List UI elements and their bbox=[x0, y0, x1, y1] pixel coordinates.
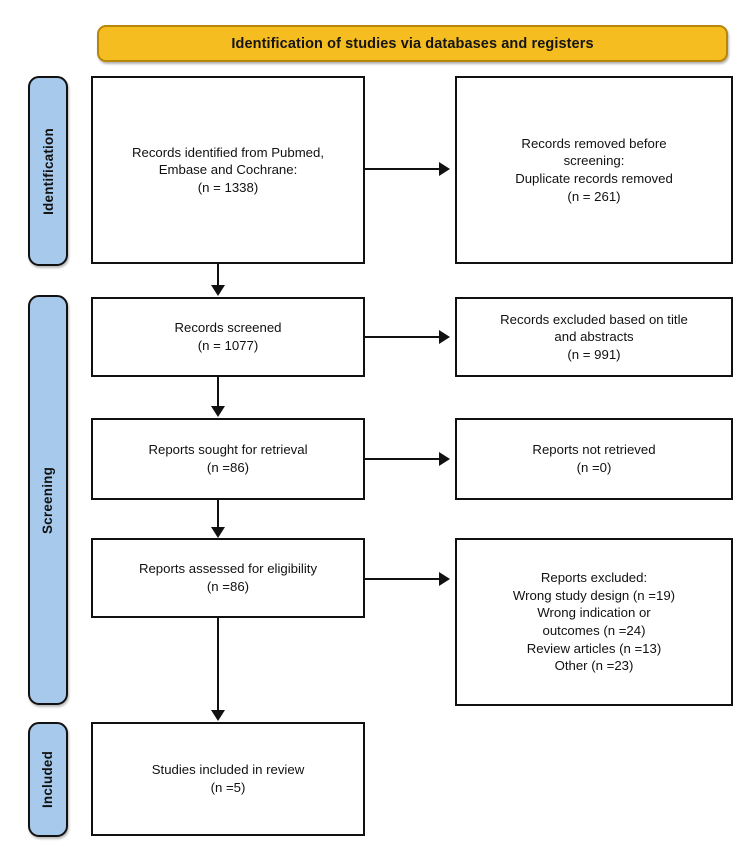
arrowhead-identified-to-duplicates bbox=[439, 162, 450, 176]
arrowhead-screened-to-sought bbox=[211, 406, 225, 417]
box-records-removed-before-screening: Records removed before screening: Duplic… bbox=[455, 76, 733, 264]
connector-screened-to-sought bbox=[217, 377, 220, 407]
connector-screened-to-excluded bbox=[365, 336, 439, 339]
banner-title: Identification of studies via databases … bbox=[231, 35, 594, 52]
arrowhead-screened-to-excluded bbox=[439, 330, 450, 344]
box-reports-sought-text: Reports sought for retrieval (n =86) bbox=[148, 442, 308, 475]
box-studies-included-text: Studies included in review (n =5) bbox=[151, 762, 305, 795]
box-reports-assessed-for-eligibility: Reports assessed for eligibility (n =86) bbox=[91, 538, 365, 618]
stage-label-identification: Identification bbox=[28, 76, 68, 266]
stage-label-text: Identification bbox=[40, 127, 56, 215]
connector-assessed-to-included bbox=[217, 618, 220, 711]
arrowhead-sought-to-not-retrieved bbox=[439, 452, 450, 466]
diagram-banner: Identification of studies via databases … bbox=[97, 25, 728, 62]
arrowhead-assessed-to-included bbox=[211, 710, 225, 721]
box-records-screened-text: Records screened (n = 1077) bbox=[174, 320, 282, 353]
box-reports-assessed-text: Reports assessed for eligibility (n =86) bbox=[138, 561, 318, 594]
stage-label-included: Included bbox=[28, 722, 68, 837]
connector-sought-to-not-retrieved bbox=[365, 458, 439, 461]
box-records-excluded-title-abstract: Records excluded based on title and abst… bbox=[455, 297, 733, 377]
box-reports-excluded: Reports excluded: Wrong study design (n … bbox=[455, 538, 733, 706]
stage-label-text: Included bbox=[40, 750, 56, 809]
box-records-removed-text: Records removed before screening: Duplic… bbox=[515, 135, 673, 204]
box-records-screened: Records screened (n = 1077) bbox=[91, 297, 365, 377]
arrowhead-sought-to-assessed bbox=[211, 527, 225, 538]
box-reports-sought-for-retrieval: Reports sought for retrieval (n =86) bbox=[91, 418, 365, 500]
arrowhead-identified-to-screened bbox=[211, 285, 225, 296]
box-records-identified: Records identified from Pubmed, Embase a… bbox=[91, 76, 365, 264]
stage-label-screening: Screening bbox=[28, 295, 68, 705]
connector-identified-to-duplicates bbox=[365, 168, 439, 171]
connector-sought-to-assessed bbox=[217, 500, 220, 528]
box-reports-excluded-text: Reports excluded: Wrong study design (n … bbox=[512, 570, 676, 674]
box-reports-not-retrieved-text: Reports not retrieved (n =0) bbox=[532, 442, 656, 475]
box-records-excluded-text: Records excluded based on title and abst… bbox=[500, 311, 688, 362]
box-records-identified-text: Records identified from Pubmed, Embase a… bbox=[131, 144, 325, 195]
box-studies-included-in-review: Studies included in review (n =5) bbox=[91, 722, 365, 836]
box-reports-not-retrieved: Reports not retrieved (n =0) bbox=[455, 418, 733, 500]
arrowhead-assessed-to-reports-excluded bbox=[439, 572, 450, 586]
connector-assessed-to-reports-excluded bbox=[365, 578, 439, 581]
stage-label-text: Screening bbox=[40, 466, 56, 534]
connector-identified-to-screened bbox=[217, 264, 220, 286]
